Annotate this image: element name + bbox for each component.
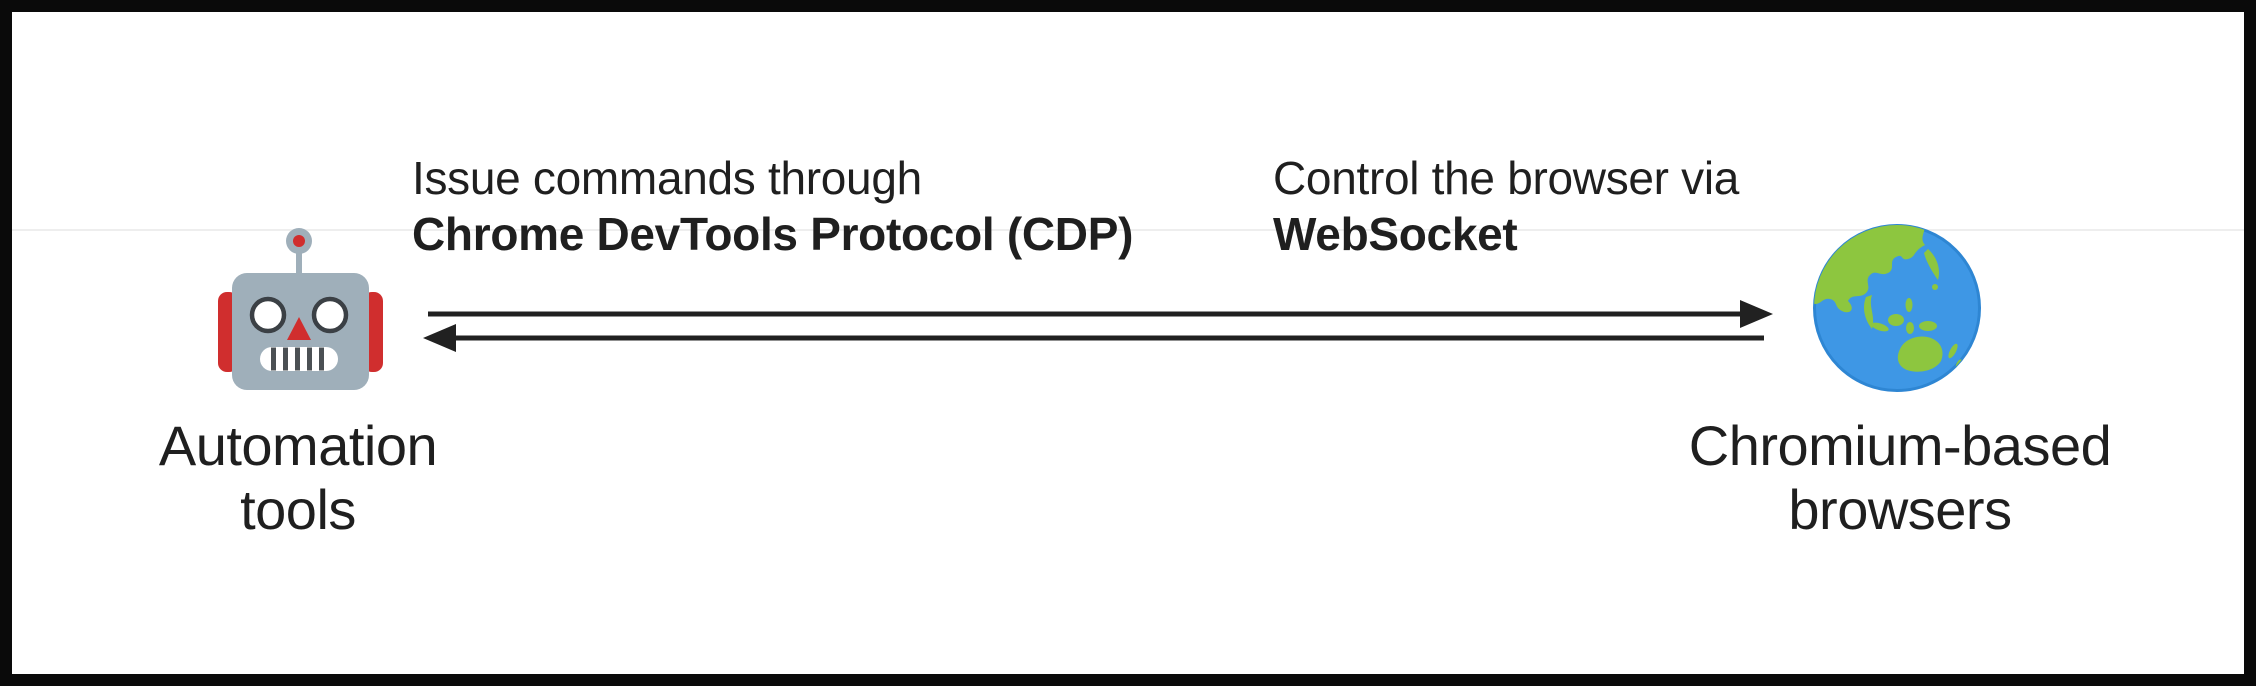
browsers-label-line2: browsers	[1788, 478, 2012, 541]
automation-label-line1: Automation	[158, 414, 438, 477]
cdp-arrow-label: Issue commands through Chrome DevTools P…	[412, 150, 1133, 262]
arrow-right	[428, 300, 1773, 328]
cdp-label-bold-line: Chrome DevTools Protocol (CDP)	[412, 208, 1134, 260]
cdp-label-regular-line: Issue commands through	[412, 152, 922, 204]
arrow-left	[423, 324, 1764, 352]
websocket-label-bold-line: WebSocket	[1273, 208, 1518, 260]
websocket-arrow-label: Control the browser via WebSocket	[1273, 150, 1739, 262]
robot-icon	[218, 228, 383, 390]
chromium-browsers-label: Chromium-based browsers	[1650, 414, 2150, 542]
websocket-label-regular-line: Control the browser via	[1273, 152, 1740, 204]
image-seam	[12, 229, 2244, 231]
globe-icon	[1812, 223, 1982, 393]
browsers-label-line1: Chromium-based	[1688, 414, 2112, 477]
automation-label-line2: tools	[240, 478, 356, 541]
automation-tools-label: Automation tools	[48, 414, 548, 542]
